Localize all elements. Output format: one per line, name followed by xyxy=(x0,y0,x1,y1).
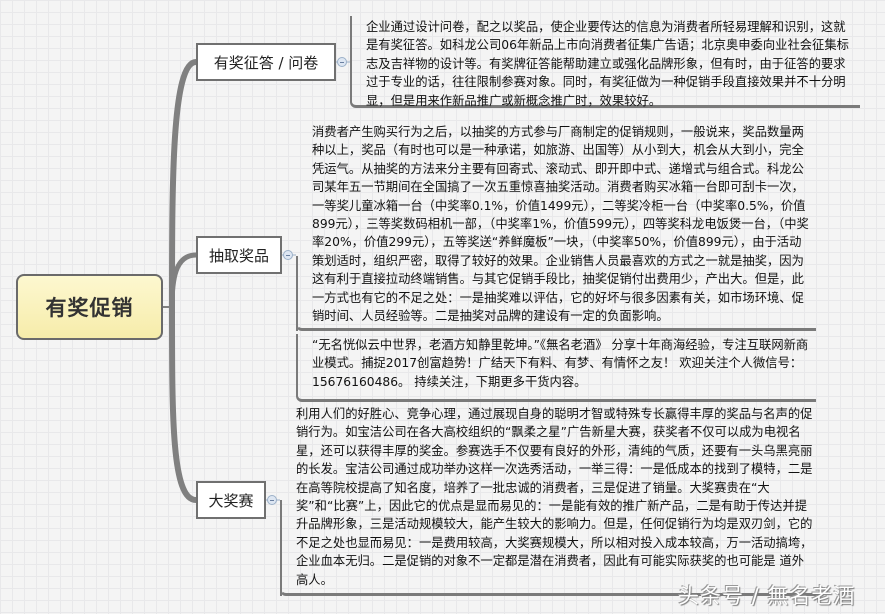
collapse-minus-icon[interactable] xyxy=(283,250,293,260)
topic-prize-quiz[interactable]: 有奖征答 / 问卷 xyxy=(196,43,336,81)
root-label: 有奖促销 xyxy=(45,296,134,320)
root-topic[interactable]: 有奖促销 xyxy=(16,274,163,340)
topic-label: 抽取奖品 xyxy=(208,246,269,265)
topic-contest[interactable]: 大奖赛 xyxy=(196,481,266,519)
topic-lottery[interactable]: 抽取奖品 xyxy=(196,236,282,274)
note-promo: “无名恍似云中世界，老酒方知静里乾坤。”《無名老酒》 分享十年商海经验，专注互联… xyxy=(296,334,816,402)
note-prize-quiz: 企业通过设计问卷，配之以奖品，使企业要传达的信息为消费者所轻易理解和识别，这就是… xyxy=(350,16,860,108)
note-text: 消费者产生购买行为之后，以抽奖的方式参与厂商制定的促销规则，一般说来，奖品数量两… xyxy=(312,125,809,324)
bracket-line xyxy=(296,256,298,331)
note-text: 利用人们的好胜心、竞争心理，通过展现自身的聪明才智或特殊专长赢得丰厚的奖品与名声… xyxy=(296,407,813,587)
bracket-line xyxy=(280,500,282,596)
note-contest: 利用人们的好胜心、竞争心理，通过展现自身的聪明才智或特殊专长赢得丰厚的奖品与名声… xyxy=(280,403,820,596)
note-text: 企业通过设计问卷，配之以奖品，使企业要传达的信息为消费者所轻易理解和识别，这就是… xyxy=(366,20,849,108)
topic-label: 有奖征答 / 问卷 xyxy=(213,53,319,72)
topic-label: 大奖赛 xyxy=(208,491,254,510)
watermark: 头条号 / 無名老酒 xyxy=(678,584,856,608)
collapse-minus-icon[interactable] xyxy=(267,495,277,505)
note-text: “无名恍似云中世界，老酒方知静里乾坤。”《無名老酒》 分享十年商海经验，专注互联… xyxy=(312,338,809,389)
collapse-minus-icon[interactable] xyxy=(337,57,347,67)
note-lottery: 消费者产生购买行为之后，以抽奖的方式参与厂商制定的促销规则，一般说来，奖品数量两… xyxy=(296,121,816,331)
